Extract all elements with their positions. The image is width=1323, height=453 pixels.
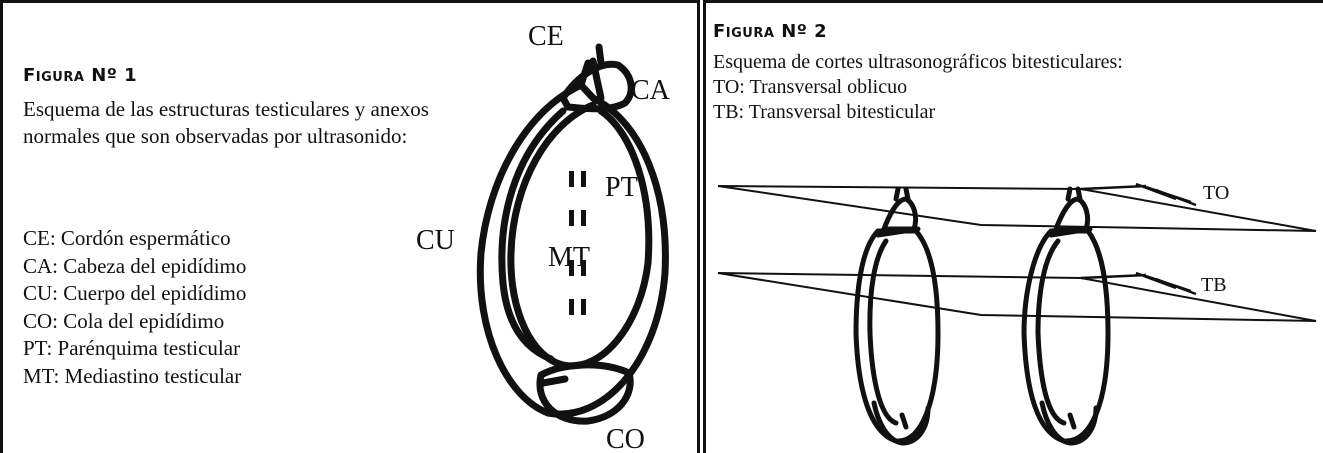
label-cu: CU — [416, 225, 455, 256]
bitesticular-cuts-diagram: TO TB — [706, 3, 1320, 453]
label-ce: CE — [528, 21, 564, 52]
testicle-diagram: CE CA PT CU MT CO — [3, 3, 697, 453]
spermatic-cord-left — [581, 63, 588, 85]
label-co: CO — [606, 424, 645, 453]
figure-2-panel: Figura Nº 2 Esquema de cortes ultrasonog… — [703, 0, 1323, 453]
tail-notch — [543, 379, 565, 383]
label-mt: MT — [548, 242, 590, 273]
label-pt: PT — [605, 172, 638, 203]
testicle-left — [856, 189, 938, 443]
label-tb: TB — [1201, 274, 1227, 296]
label-to: TO — [1203, 182, 1229, 204]
figure-1-panel: Figura Nº 1 Esquema de las estructuras t… — [0, 0, 700, 453]
spermatic-cord-right — [599, 47, 601, 63]
label-ca: CA — [631, 75, 671, 106]
